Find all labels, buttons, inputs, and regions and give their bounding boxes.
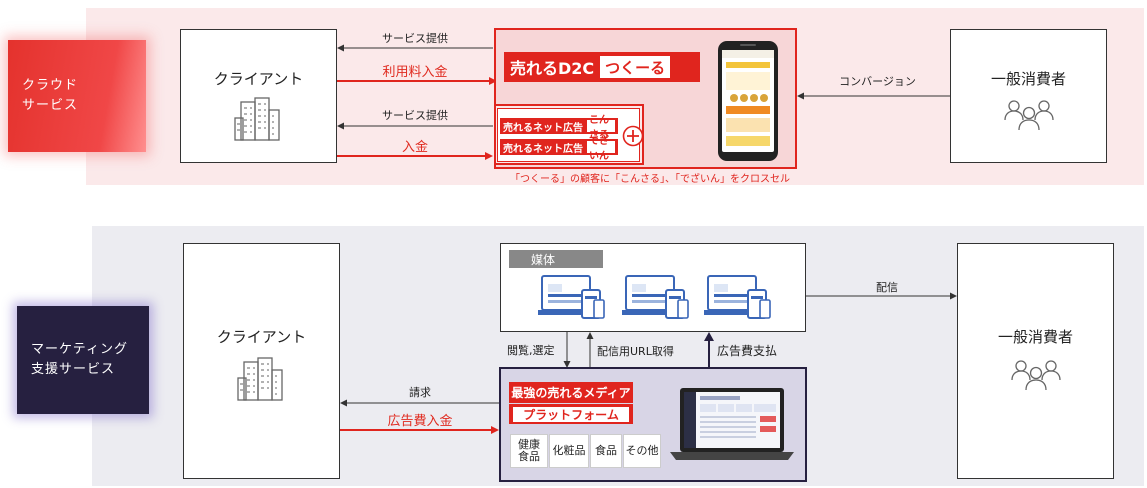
marketing-consumer-box: 一般消費者	[957, 243, 1114, 479]
marketing-service-label-text: マーケティング 支援サービス	[31, 342, 128, 377]
arrow-url	[586, 332, 594, 368]
marketing-service-label: マーケティング 支援サービス	[17, 306, 149, 414]
platform-title-line2: プラットフォーム	[513, 406, 629, 422]
cloud-consumer-title: 一般消費者	[990, 70, 1066, 88]
category-food: 食品	[590, 434, 622, 468]
platform-title-line2-wrap: プラットフォーム	[509, 404, 633, 424]
arrow-label-url: 配信用URL取得	[597, 345, 674, 358]
arrow-service2	[337, 122, 493, 130]
arrow-label-payment: 入金	[401, 140, 428, 155]
d2c-logo: 売れるD2C つくーる	[504, 52, 700, 82]
people-icon	[1002, 98, 1056, 132]
arrow-label-browse: 閲覧,選定	[507, 344, 555, 357]
arrow-label-service2: サービス提供	[382, 109, 448, 122]
category-health-food: 健康 食品	[510, 434, 548, 468]
arrow-adfee	[704, 332, 714, 368]
ad-design-tag-right: でざいん	[587, 136, 615, 162]
marketing-client-title: クライアント	[216, 328, 307, 346]
cloud-service-label-text: クラウド サービス	[22, 78, 79, 113]
people-icon	[1009, 358, 1063, 392]
arrow-delivery	[806, 292, 957, 300]
crosssell-note: 「つくーる」の顧客に「こんさる」、「でざいん」をクロスセル	[510, 174, 790, 185]
arrow-label-adfee: 広告費支払	[717, 344, 778, 358]
cloud-client-title: クライアント	[213, 70, 304, 88]
arrow-browse	[563, 332, 571, 368]
arrow-label-service1: サービス提供	[382, 32, 448, 45]
arrow-label-ad-payment: 広告費入金	[387, 414, 453, 429]
platform-title-line1: 最強の売れるメディア	[509, 382, 633, 403]
marketing-consumer-title: 一般消費者	[997, 328, 1073, 346]
marketing-client-box: クライアント	[183, 243, 340, 479]
category-other: その他	[623, 434, 661, 468]
ad-consult-tag-left: 売れるネット広告	[503, 122, 583, 134]
arrow-conversion	[797, 92, 950, 100]
plus-circle-icon	[622, 125, 644, 147]
arrow-fee	[337, 77, 497, 85]
d2c-logo-right: つくーる	[600, 56, 671, 78]
arrow-label-conversion: コンバージョン	[839, 75, 916, 88]
media-tab: 媒体	[509, 250, 603, 268]
arrow-service1	[337, 44, 493, 52]
building-icon	[233, 96, 285, 142]
ad-consult-tag-right: こんさる	[587, 115, 615, 141]
device-set-icon	[538, 270, 788, 322]
cloud-client-box: クライアント	[180, 29, 337, 163]
arrow-label-fee: 利用料入金	[382, 65, 448, 80]
ad-design-tag: 売れるネット広告 でざいん	[500, 136, 618, 162]
phone-mockup-icon	[712, 40, 784, 162]
d2c-logo-left: 売れるD2C	[510, 59, 595, 78]
arrow-payment	[337, 152, 493, 160]
ad-design-tag-left: 売れるネット広告	[503, 143, 583, 155]
arrow-ad-payment	[340, 426, 499, 434]
cloud-service-label: クラウド サービス	[8, 40, 146, 152]
arrow-invoice	[340, 399, 499, 407]
category-cosmetics: 化粧品	[549, 434, 589, 468]
building-icon	[236, 356, 288, 402]
cloud-consumer-box: 一般消費者	[950, 29, 1107, 163]
arrow-label-invoice: 請求	[409, 386, 431, 399]
laptop-dashboard-icon	[668, 386, 796, 462]
arrow-label-delivery: 配信	[876, 281, 898, 294]
